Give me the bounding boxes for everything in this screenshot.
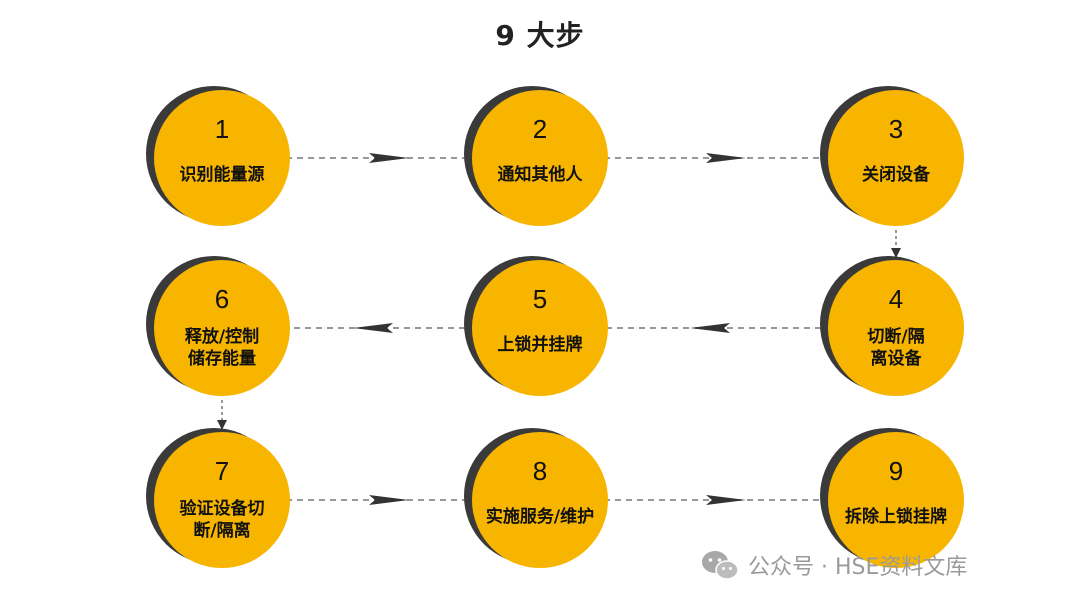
step-node-2: 2 通知其他人 xyxy=(464,86,608,226)
step-node-circle xyxy=(828,260,964,396)
step-node-circle xyxy=(472,432,608,568)
connector-4-5 xyxy=(604,323,832,333)
step-node-circle xyxy=(154,260,290,396)
diagram-title: 9 大步 xyxy=(495,19,585,52)
step-number: 9 xyxy=(889,456,903,486)
connector-5-6 xyxy=(286,323,476,333)
step-label: 断/隔离 xyxy=(193,520,250,541)
step-label: 上锁并挂牌 xyxy=(498,334,583,355)
connector-2-3 xyxy=(604,153,832,163)
connector-7-8 xyxy=(286,495,476,505)
step-label: 切断/隔 xyxy=(867,326,924,347)
watermark: 公众号 · HSE资料文库 xyxy=(700,548,967,582)
step-node-circle xyxy=(828,90,964,226)
step-number: 7 xyxy=(215,456,229,486)
step-node-circle xyxy=(828,432,964,568)
step-number: 8 xyxy=(533,456,547,486)
connector-layer xyxy=(217,153,901,505)
step-label: 验证设备切 xyxy=(180,498,265,519)
step-node-circle xyxy=(154,432,290,568)
connector-1-2 xyxy=(286,153,476,163)
connector-6-7 xyxy=(217,400,227,430)
step-node-9: 9 拆除上锁挂牌 xyxy=(820,428,964,568)
step-node-circle xyxy=(472,90,608,226)
step-label: 离设备 xyxy=(871,348,923,369)
step-node-5: 5 上锁并挂牌 xyxy=(464,256,608,396)
step-label: 识别能量源 xyxy=(180,164,265,185)
connector-8-9 xyxy=(604,495,832,505)
step-number: 6 xyxy=(215,284,229,314)
step-node-1: 1 识别能量源 xyxy=(146,86,290,226)
step-label: 拆除上锁挂牌 xyxy=(845,506,947,527)
step-number: 5 xyxy=(533,284,547,314)
step-number: 4 xyxy=(889,284,903,314)
connector-3-4 xyxy=(891,230,901,258)
step-label: 储存能量 xyxy=(188,348,256,369)
step-node-circle xyxy=(472,260,608,396)
step-label: 实施服务/维护 xyxy=(486,506,594,527)
step-label: 释放/控制 xyxy=(185,326,259,347)
step-number: 2 xyxy=(533,114,547,144)
step-node-circle xyxy=(154,90,290,226)
step-node-8: 8 实施服务/维护 xyxy=(464,428,608,568)
step-label: 关闭设备 xyxy=(862,164,931,185)
wechat-icon xyxy=(702,551,739,580)
watermark-text: 公众号 · HSE资料文库 xyxy=(748,555,968,580)
step-label: 通知其他人 xyxy=(498,164,584,185)
step-number: 3 xyxy=(889,114,903,144)
step-node-3: 3 关闭设备 xyxy=(820,86,964,226)
step-number: 1 xyxy=(215,114,229,144)
